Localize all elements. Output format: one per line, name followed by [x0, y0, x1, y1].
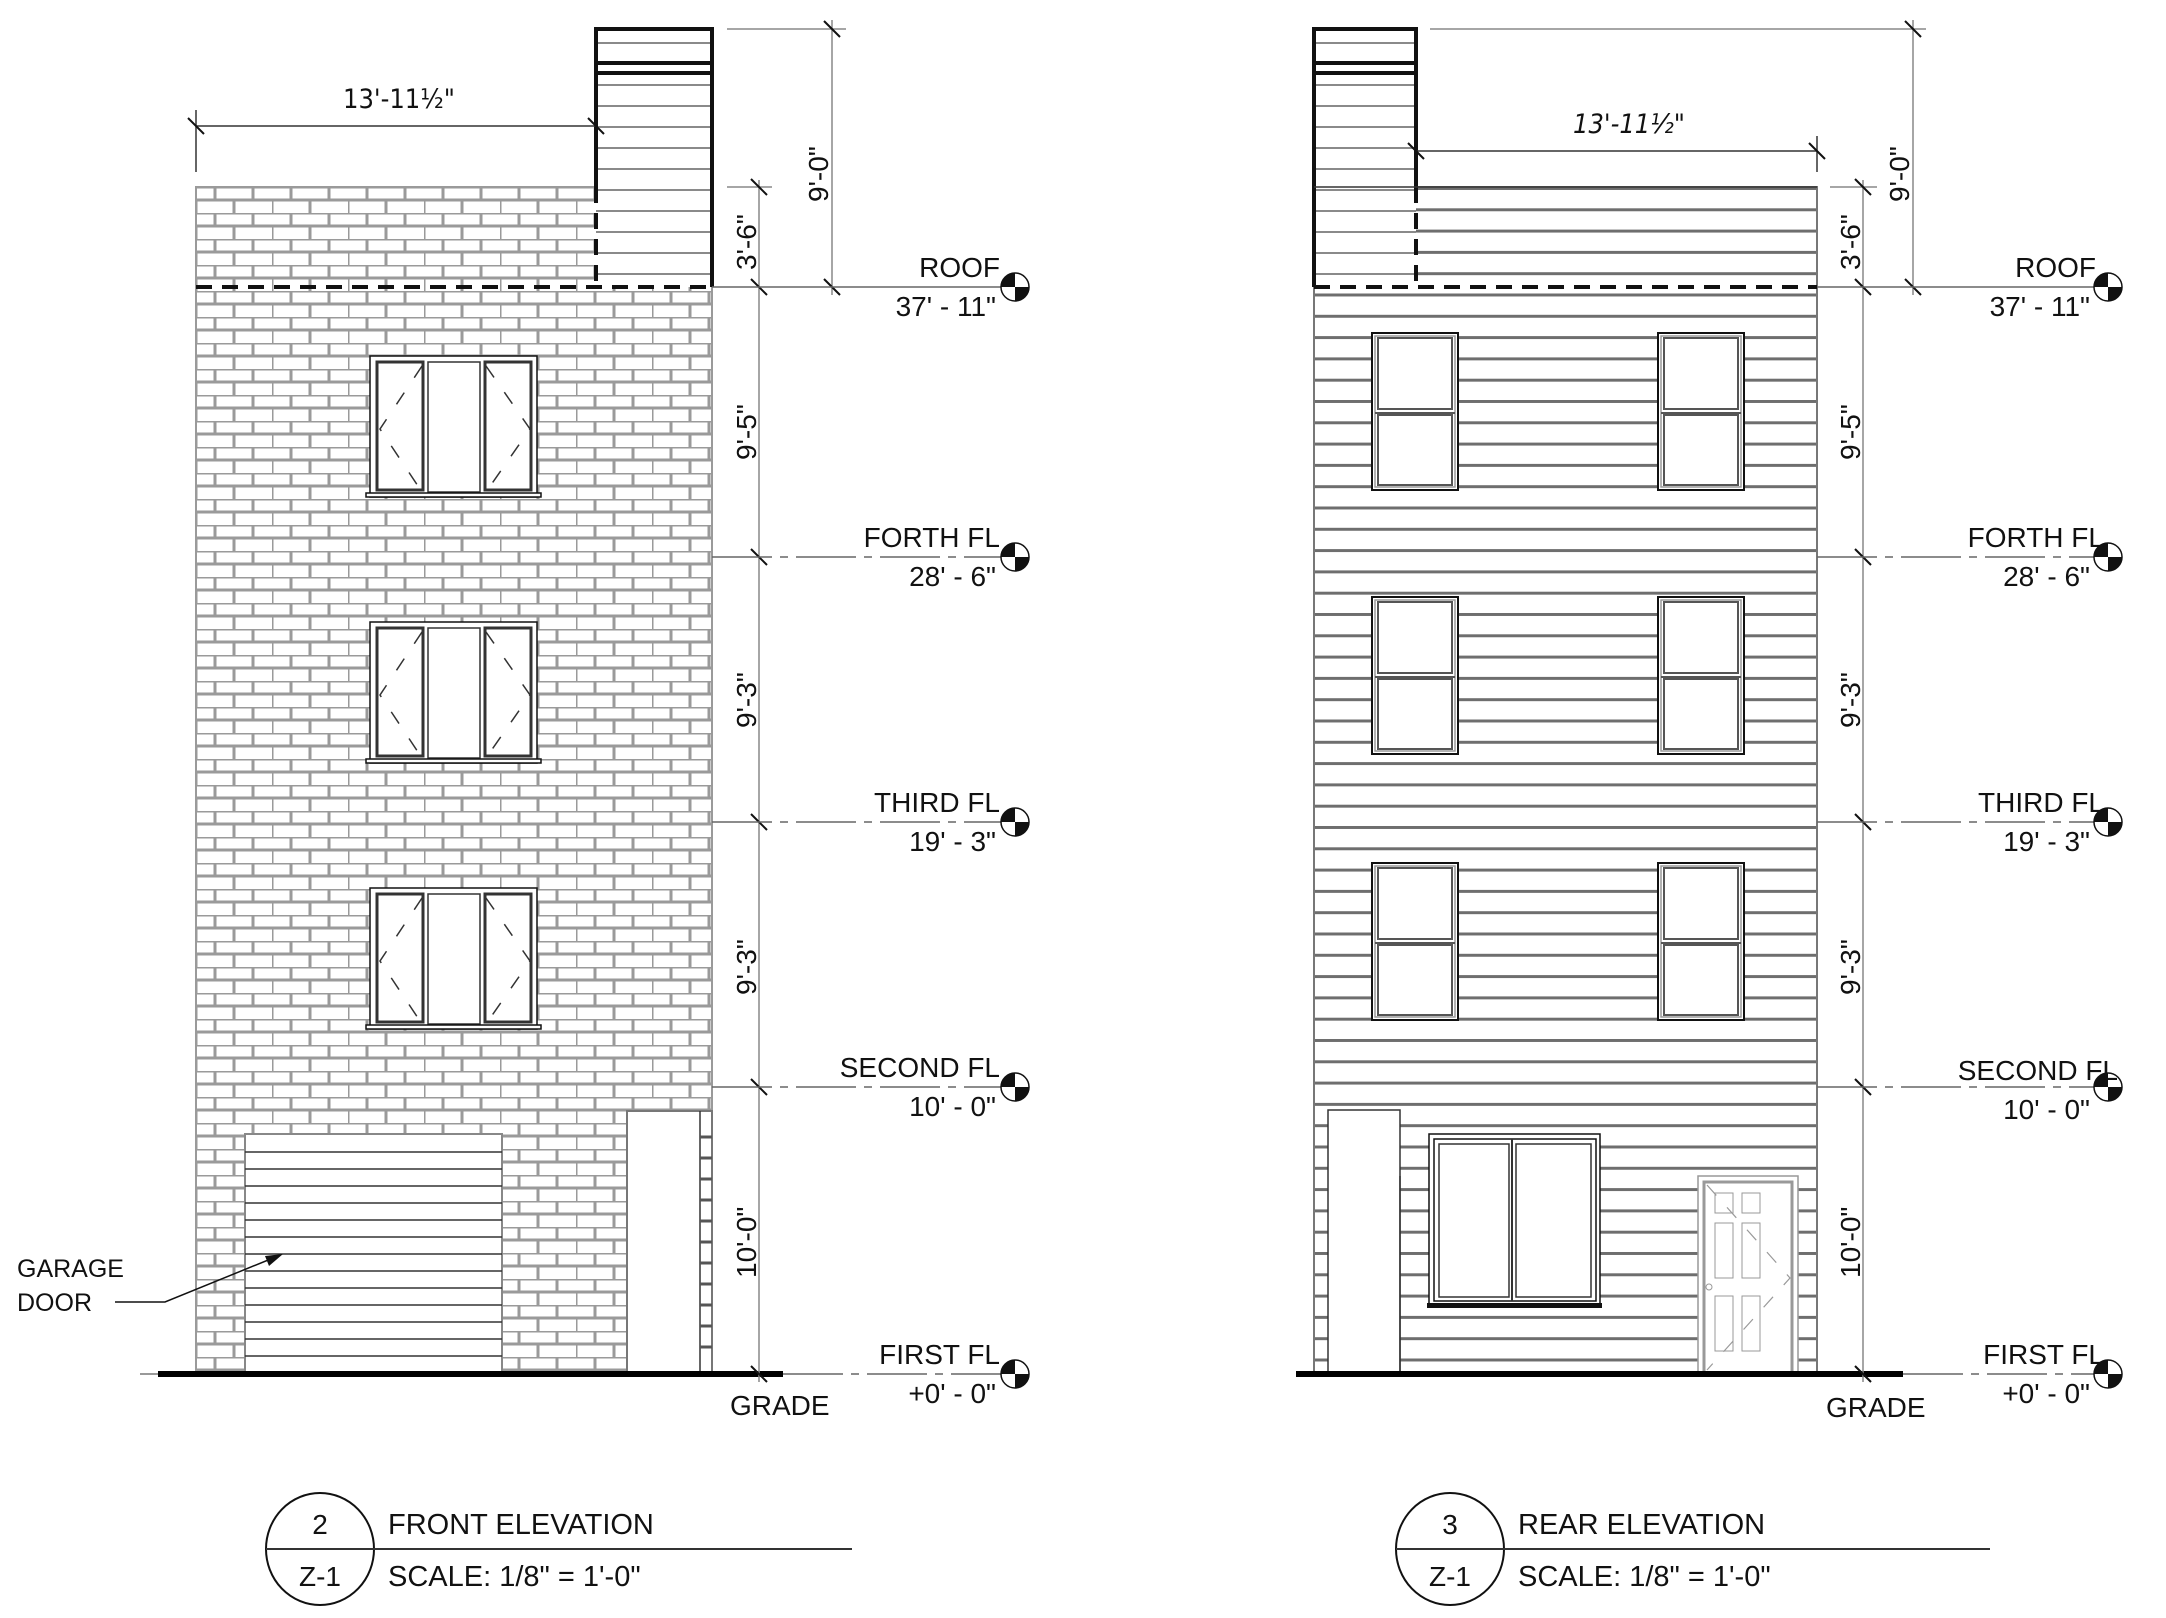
rear-window [1657, 862, 1745, 1021]
rear-story-dimension-label: 9'-3" [1835, 939, 1866, 995]
garage-door-note: GARAGE DOOR [17, 1255, 124, 1317]
front-level-elevation: 19' - 3" [909, 826, 996, 857]
rear-title-block [1395, 1492, 1990, 1606]
front-window-third [364, 620, 543, 765]
front-level-elevation: +0' - 0" [908, 1378, 996, 1409]
front-level-name: SECOND FL [839, 1052, 1000, 1083]
front-level-lines [712, 286, 1001, 1375]
rear-detail-number: 3 [1442, 1509, 1458, 1540]
front-width-dimension-label: 13'-11½" [343, 84, 455, 115]
rear-story-dimension-label: 9'-5" [1835, 404, 1866, 460]
rear-window [1371, 596, 1459, 755]
front-level-elevation: 28' - 6" [909, 561, 996, 592]
rear-sheet-number: Z-1 [1429, 1561, 1471, 1592]
front-vertical-dimensions [727, 20, 846, 1383]
rear-width-dimension-label: 13'-11½" [1573, 109, 1685, 140]
rear-level-elevation: 10' - 0" [2003, 1094, 2090, 1125]
rear-level-elevation: 19' - 3" [2003, 826, 2090, 857]
rear-story-dimension-label: 10'-0" [1835, 1206, 1866, 1278]
rear-level-elevation: 28' - 6" [2003, 561, 2090, 592]
rear-window [1371, 862, 1459, 1021]
rear-door [1697, 1175, 1799, 1375]
rear-level-name: THIRD FL [1978, 787, 2104, 818]
rear-level-lines [1817, 286, 2094, 1375]
level-marker-icon [1000, 1359, 1030, 1389]
front-level-name: FORTH FL [863, 522, 1000, 553]
front-recessed-entry [626, 1110, 713, 1374]
level-marker-icon [2093, 272, 2123, 302]
rear-side-pillar [1327, 1109, 1401, 1374]
front-sheet-number: Z-1 [299, 1561, 341, 1592]
rear-window [1657, 596, 1745, 755]
rear-window [1371, 332, 1459, 491]
rear-level-name: ROOF [2015, 252, 2096, 283]
rear-ground-window [1427, 1133, 1602, 1308]
rear-parapet-dimension-label: 3'-6" [1835, 214, 1866, 270]
rear-window [1657, 332, 1745, 491]
front-elevation [115, 20, 1030, 1606]
rear-level-name: FORTH FL [1967, 522, 2104, 553]
front-story-dimension-label: 9'-5" [731, 404, 762, 460]
front-width-dimension [187, 110, 605, 172]
front-chimney-dimension-label: 9'-0" [803, 146, 834, 202]
front-story-dimension-label: 9'-3" [731, 939, 762, 995]
level-marker-icon [1000, 807, 1030, 837]
rear-story-dimension-label: 9'-3" [1835, 672, 1866, 728]
front-level-name: THIRD FL [874, 787, 1000, 818]
level-marker-icon [1000, 272, 1030, 302]
rear-vertical-dimensions [1430, 20, 1926, 1383]
rear-elevation-title: REAR ELEVATION [1518, 1509, 1766, 1541]
front-level-name: ROOF [919, 252, 1000, 283]
front-elevation-title: FRONT ELEVATION [388, 1509, 654, 1541]
rear-chimney-dimension-label: 9'-0" [1884, 146, 1915, 202]
garage-door [244, 1133, 503, 1374]
rear-width-dimension [1407, 136, 1826, 172]
rear-elevation [1296, 20, 2123, 1606]
rear-chimney [1314, 29, 1416, 287]
garage-door-leader [115, 1255, 279, 1303]
front-window-fourth [364, 354, 543, 499]
rear-elevation-scale: SCALE: 1/8" = 1'-0" [1518, 1561, 1771, 1593]
rear-level-elevation: +0' - 0" [2002, 1378, 2090, 1409]
front-title-block [265, 1492, 852, 1606]
front-detail-number: 2 [312, 1509, 328, 1540]
front-level-name: FIRST FL [879, 1339, 1000, 1370]
level-marker-icon [1000, 1072, 1030, 1102]
front-window-second [364, 886, 543, 1031]
front-grade-label: GRADE [730, 1390, 830, 1421]
front-level-elevation: 10' - 0" [909, 1091, 996, 1122]
front-elevation-scale: SCALE: 1/8" = 1'-0" [388, 1561, 641, 1593]
front-story-dimension-label: 9'-3" [731, 672, 762, 728]
front-level-elevation: 37' - 11" [895, 291, 996, 322]
front-parapet-dimension-label: 3'-6" [731, 214, 762, 270]
rear-level-elevation: 37' - 11" [1989, 291, 2090, 322]
rear-grade-label: GRADE [1826, 1392, 1926, 1423]
front-story-dimension-label: 10'-0" [731, 1206, 762, 1278]
front-chimney [596, 29, 712, 287]
rear-level-name: FIRST FL [1983, 1339, 2104, 1370]
level-marker-icon [1000, 542, 1030, 572]
rear-level-name: SECOND FL [1957, 1055, 2118, 1086]
